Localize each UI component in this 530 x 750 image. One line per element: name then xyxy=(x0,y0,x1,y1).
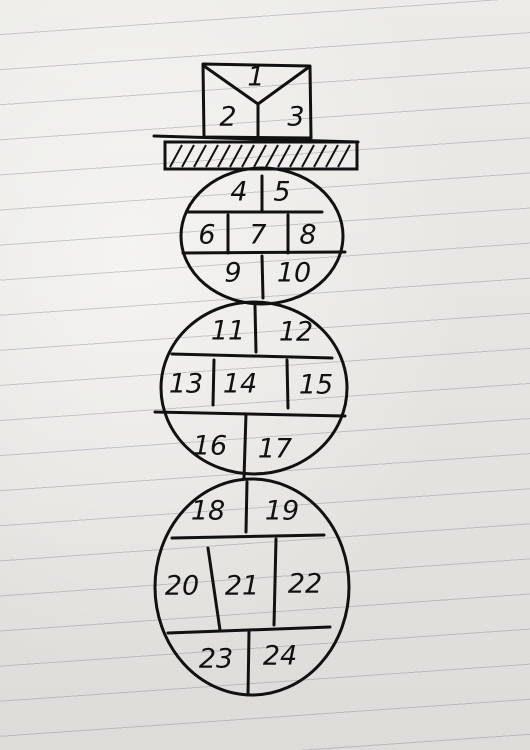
body-middle: 11 12 13 14 15 16 17 xyxy=(153,300,349,480)
section-7-label: 7 xyxy=(249,220,266,251)
middle-divider-mid-right xyxy=(285,358,290,410)
section-11-label: 11 xyxy=(211,316,245,347)
section-4-label: 4 xyxy=(230,177,247,208)
section-14-label: 14 xyxy=(223,369,257,400)
section-5-label: 5 xyxy=(273,177,290,208)
section-24-label: 24 xyxy=(263,641,297,672)
head-divider-bottom xyxy=(260,254,265,300)
head-row-line-2 xyxy=(181,250,347,255)
section-22-label: 22 xyxy=(288,569,322,600)
section-8-label: 8 xyxy=(299,220,316,251)
hat-crown-diagonal-left xyxy=(202,64,260,106)
bottom-outline xyxy=(153,477,351,697)
bottom-divider-top xyxy=(244,480,249,534)
bottom-row-line-1 xyxy=(170,533,326,540)
body-bottom: 18 19 20 21 22 23 24 xyxy=(153,477,351,697)
hat-crown xyxy=(201,62,313,140)
hat: 1 2 3 xyxy=(152,62,360,171)
head-outline xyxy=(179,166,345,306)
section-15-label: 15 xyxy=(299,370,333,401)
section-18-label: 18 xyxy=(191,496,225,527)
bottom-divider-bottom xyxy=(246,630,251,697)
section-6-label: 6 xyxy=(198,220,215,251)
bottom-row-line-2 xyxy=(166,625,332,635)
hat-band-hatching xyxy=(169,144,351,168)
section-3-label: 3 xyxy=(287,102,304,133)
middle-divider-mid-left xyxy=(211,358,216,407)
bottom-divider-mid-left xyxy=(206,546,222,632)
middle-divider-top xyxy=(253,304,258,354)
section-17-label: 17 xyxy=(258,434,292,465)
section-2-label: 2 xyxy=(219,102,236,133)
head: 4 5 6 7 8 9 10 xyxy=(179,166,347,306)
section-20-label: 20 xyxy=(165,571,199,602)
section-12-label: 12 xyxy=(279,317,313,348)
middle-outline xyxy=(159,300,349,476)
bottom-divider-mid-right xyxy=(272,537,278,627)
section-16-label: 16 xyxy=(193,431,227,462)
section-23-label: 23 xyxy=(199,644,233,675)
section-21-label: 21 xyxy=(225,571,259,602)
section-9-label: 9 xyxy=(224,258,241,289)
hat-crown-diagonal-right xyxy=(256,65,311,106)
section-19-label: 19 xyxy=(265,496,299,527)
middle-row-line-2 xyxy=(153,410,347,418)
section-13-label: 13 xyxy=(169,369,203,400)
middle-divider-bottom xyxy=(242,412,248,480)
section-10-label: 10 xyxy=(277,258,311,289)
section-1-label: 1 xyxy=(247,62,264,93)
middle-row-line-1 xyxy=(170,352,334,360)
